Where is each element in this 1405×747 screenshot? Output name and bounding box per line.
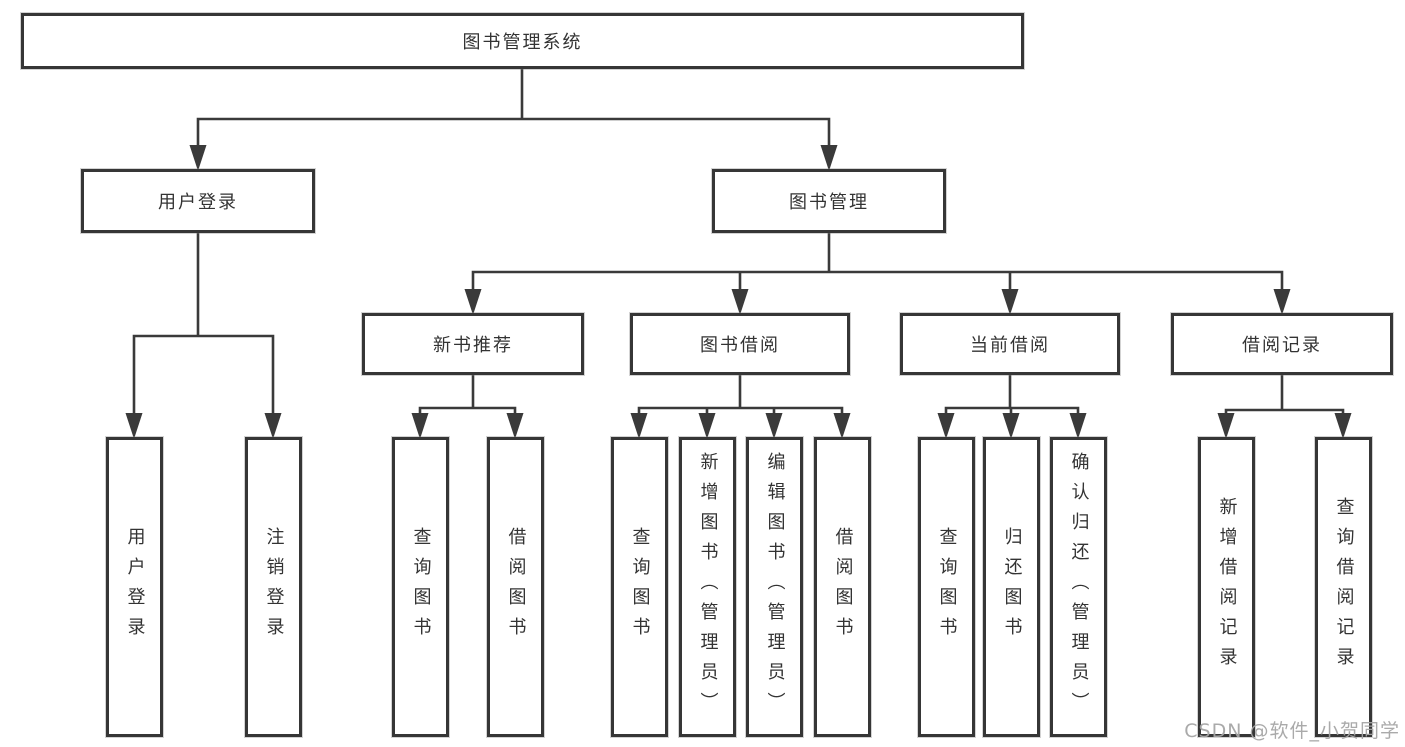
node-book-borrow: 图书借阅: [630, 313, 850, 375]
node-user-login: 用户登录: [81, 169, 315, 233]
node-book-management: 图书管理: [712, 169, 946, 233]
csdn-watermark: CSDN @软件_小贺同学: [1184, 720, 1400, 742]
arrow-heads: [125, 145, 1352, 439]
leaf-confirm-return-admin: 确认归还（管理员）: [1050, 437, 1107, 737]
node-current-borrow: 当前借阅: [900, 313, 1120, 375]
leaf-edit-books-admin: 编辑图书（管理员）: [746, 437, 803, 737]
leaf-logout: 注销登录: [245, 437, 302, 737]
leaf-borrow-books: 借阅图书: [814, 437, 871, 737]
node-borrow-record: 借阅记录: [1171, 313, 1393, 375]
leaf-query-books-recommend: 查询图书: [392, 437, 449, 737]
node-library-management-system: 图书管理系统: [21, 13, 1024, 69]
node-new-book-recommend: 新书推荐: [362, 313, 584, 375]
leaf-return-books: 归还图书: [983, 437, 1040, 737]
leaf-borrow-books-recommend: 借阅图书: [487, 437, 544, 737]
leaf-query-borrow-record: 查询借阅记录: [1315, 437, 1372, 737]
leaf-add-books-admin: 新增图书（管理员）: [679, 437, 736, 737]
leaf-user-login: 用户登录: [106, 437, 163, 737]
leaf-query-books-current: 查询图书: [918, 437, 975, 737]
leaf-query-books-borrow: 查询图书: [611, 437, 668, 737]
connector-lines: [132, 69, 1345, 414]
leaf-add-borrow-record: 新增借阅记录: [1198, 437, 1255, 737]
